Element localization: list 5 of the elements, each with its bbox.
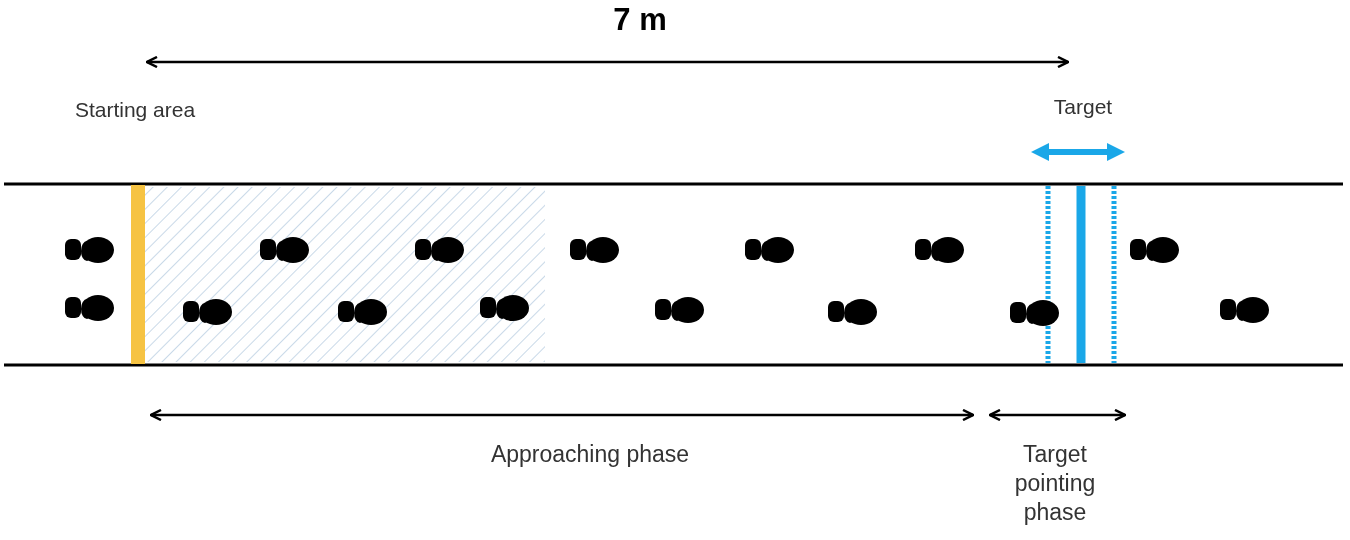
- phase-label: Target pointing phase: [1013, 440, 1097, 527]
- area-label: Starting area: [73, 97, 197, 123]
- target-label: Target: [1052, 94, 1114, 120]
- distance-label: 7 m: [612, 1, 668, 39]
- phase-label: Approaching phase: [489, 440, 691, 469]
